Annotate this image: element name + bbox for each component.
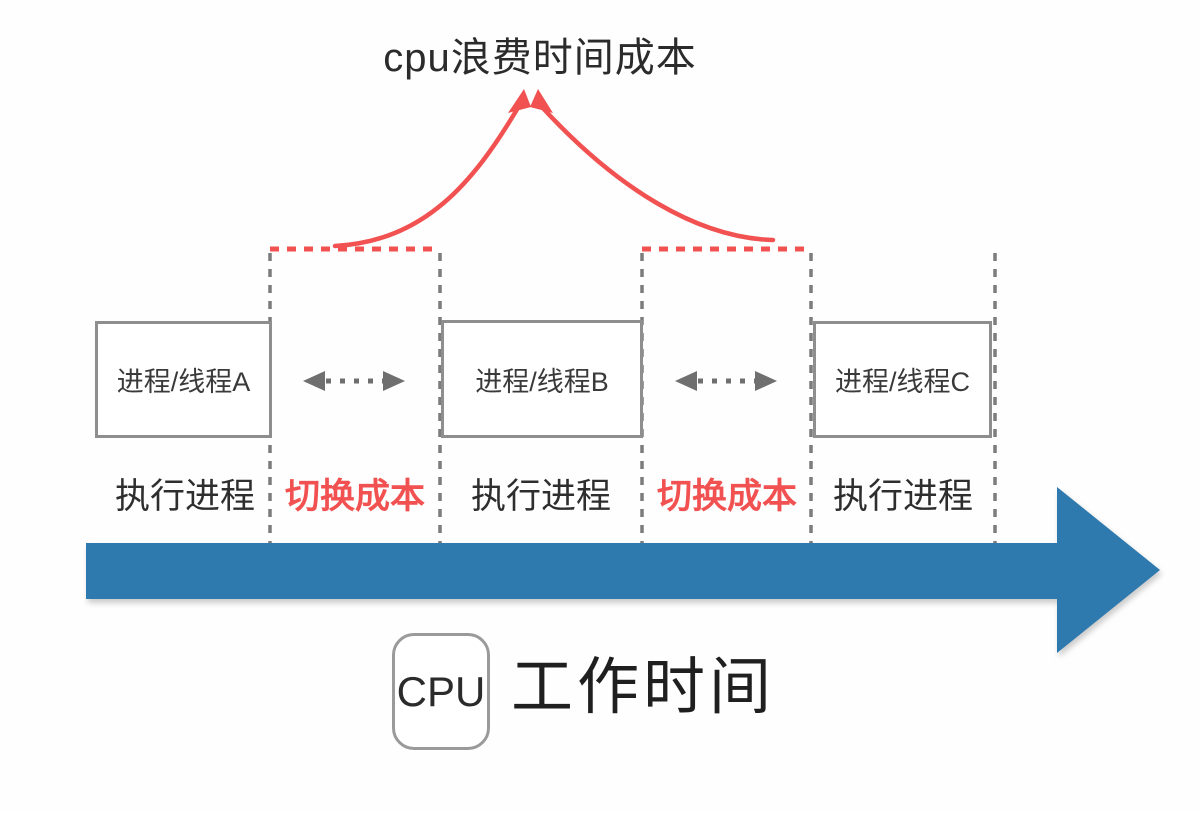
switch-double-arrow-2	[675, 371, 777, 391]
phase-label-run-3: 执行进程	[832, 477, 974, 516]
process-box-c: 进程/线程C	[813, 321, 992, 438]
phase-label-switch-1: 切换成本	[284, 477, 426, 516]
process-box-a-label: 进程/线程A	[116, 367, 251, 397]
work-time-label: 工作时间	[511, 653, 776, 722]
process-box-a: 进程/线程A	[95, 321, 272, 438]
page-title: cpu浪费时间成本	[383, 36, 697, 80]
double-arrowhead-left	[675, 371, 697, 391]
phase-label-run-1: 执行进程	[114, 477, 256, 516]
process-box-b-label: 进程/线程B	[475, 366, 609, 397]
brace-arrowhead-left	[508, 89, 531, 113]
double-arrowhead-right	[383, 371, 405, 391]
brace-curve-left	[332, 103, 522, 249]
cpu-box: CPU	[392, 633, 490, 750]
waste-cost-brace-arrow	[332, 89, 776, 249]
process-box-b: 进程/线程B	[441, 320, 643, 438]
double-arrowhead-left	[303, 371, 325, 391]
brace-arrowhead-right	[530, 89, 553, 113]
timeline-arrow	[86, 487, 1160, 653]
phase-label-switch-2: 切换成本	[656, 477, 798, 516]
brace-curve-right	[538, 103, 776, 243]
double-arrowhead-right	[755, 371, 777, 391]
process-box-c-label: 进程/线程C	[835, 367, 970, 397]
switch-double-arrow-1	[303, 371, 405, 391]
cpu-box-label: CPU	[396, 667, 486, 715]
phase-label-run-2: 执行进程	[470, 477, 612, 516]
